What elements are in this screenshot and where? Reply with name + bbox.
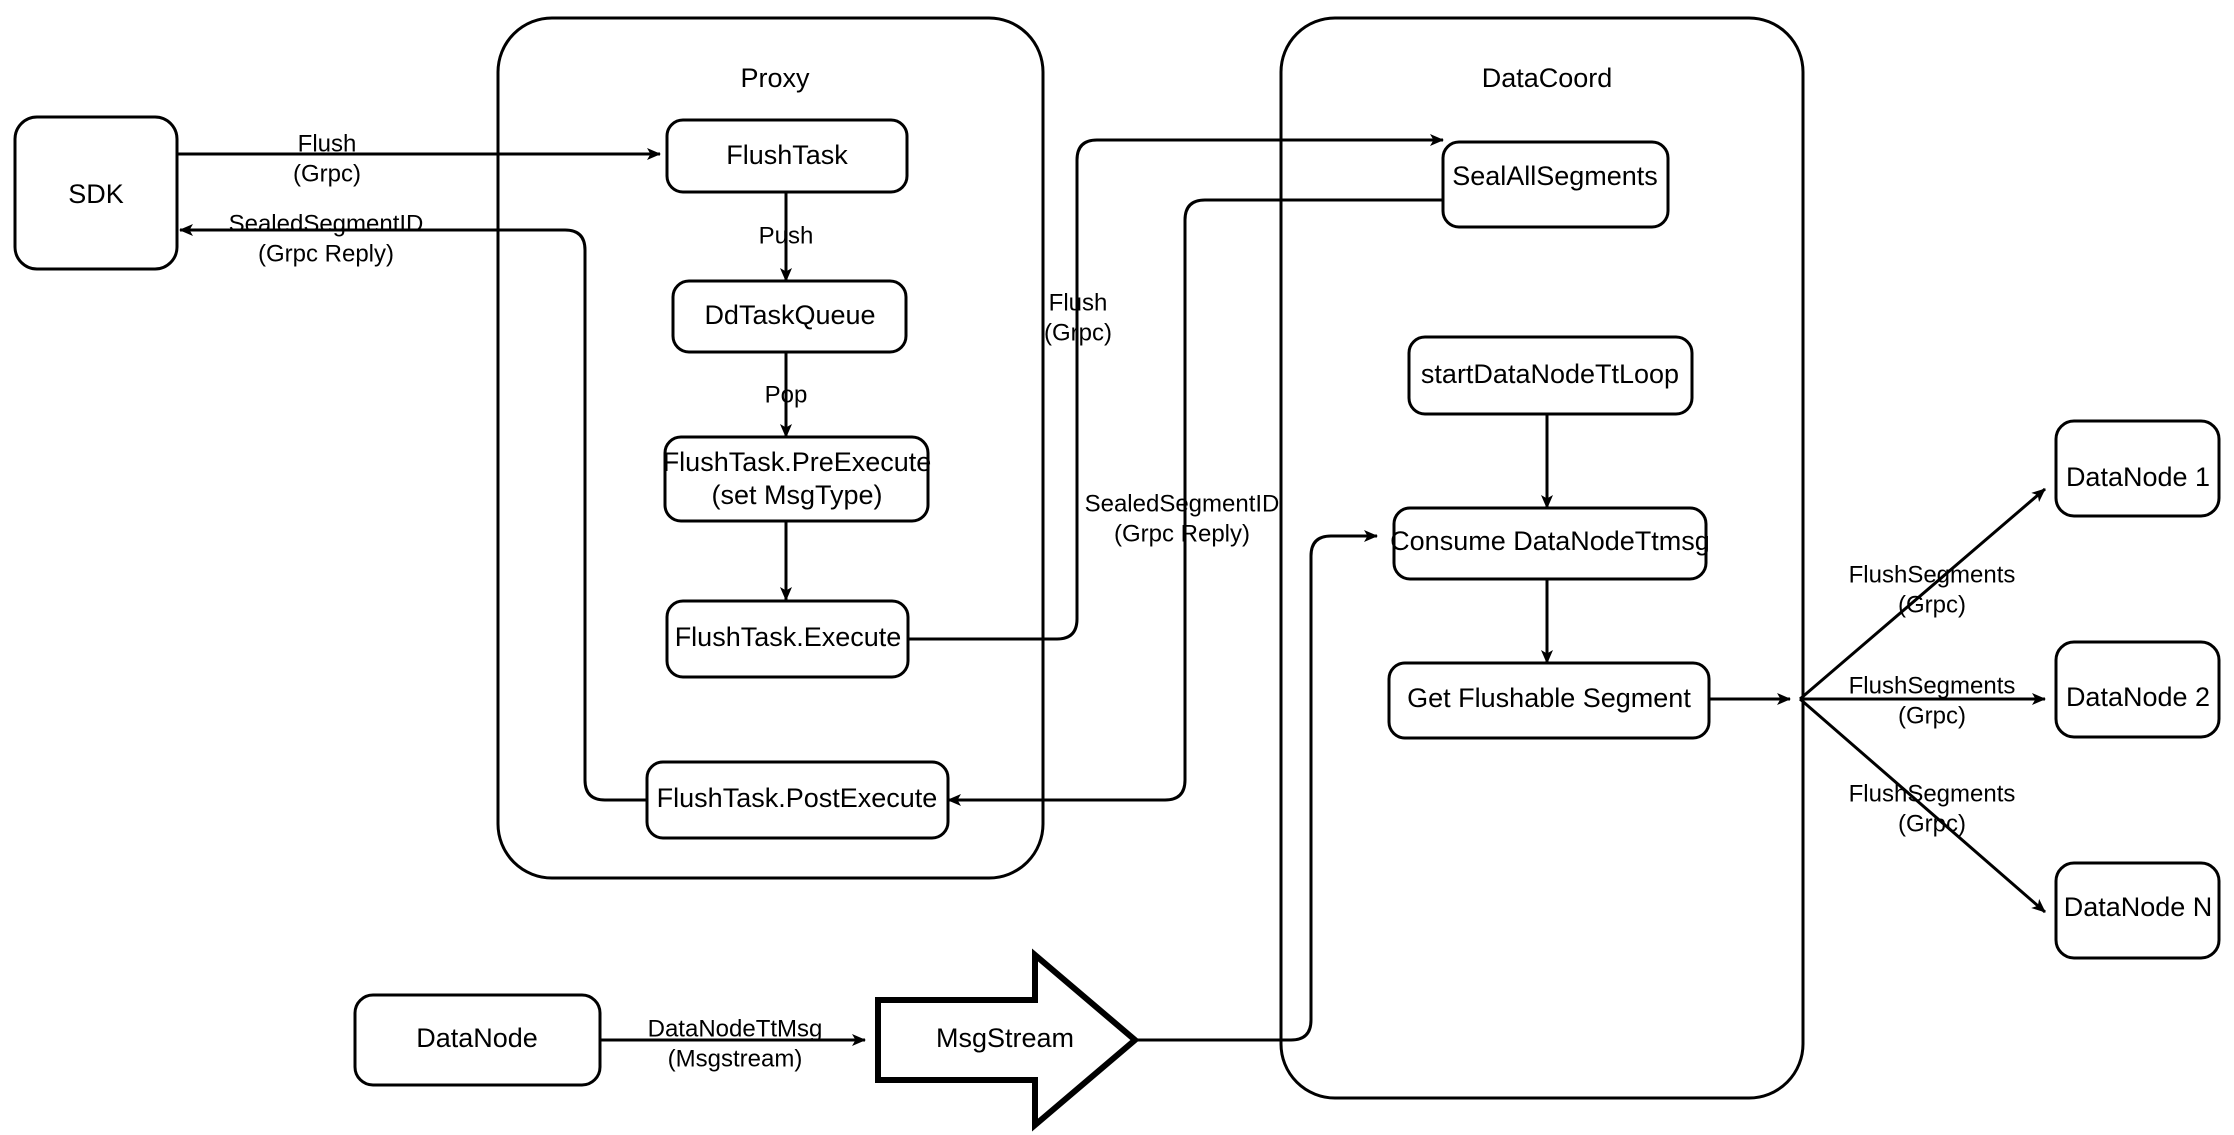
datacoord-container-label: DataCoord	[1482, 63, 1613, 93]
edge-flushsegments-1-label2: (Grpc)	[1898, 591, 1966, 618]
proxy-container-label: Proxy	[740, 63, 810, 93]
edge-flushsegments-1-label: FlushSegments	[1849, 561, 2016, 588]
node-datanode2[interactable]: DataNode 2	[2054, 640, 2221, 739]
node-msgstream[interactable]: MsgStream	[875, 948, 1140, 1132]
edge-msgstream-to-consume	[1130, 530, 1378, 1042]
edge-msgstream-to-consume-path	[1130, 530, 1378, 1042]
edge-flush-grpc-label2: (Grpc)	[1044, 319, 1112, 346]
node-ddtaskqueue-label: DdTaskQueue	[704, 300, 875, 330]
node-datanoden-rect[interactable]	[2054, 861, 2221, 960]
node-sealallsegments[interactable]: SealAllSegments	[1441, 140, 1670, 229]
node-postexecute[interactable]: FlushTask.PostExecute	[645, 760, 950, 840]
edge-execute-to-sealallsegments: Flush (Grpc)	[908, 134, 1444, 641]
node-flushtask-rect[interactable]	[665, 118, 909, 194]
edge-postexecute-to-sdk-label: SealedSegmentID	[229, 210, 424, 237]
edge-execute-to-sealallsegments-path	[908, 134, 1444, 641]
edge-hub-to-datanode1: FlushSegments (Grpc)	[1799, 487, 2046, 701]
edge-flushsegments-2-label: FlushSegments	[1849, 672, 2016, 699]
node-datanoden-label: DataNode N	[2064, 892, 2213, 922]
node-datanode-source[interactable]: DataNode	[353, 993, 602, 1087]
edge-push-label: Push	[759, 222, 814, 249]
node-ddtaskqueue-rect[interactable]	[671, 279, 908, 354]
edge-datanodettmsg-label2: (Msgstream)	[668, 1045, 803, 1072]
node-execute[interactable]: FlushTask.Execute	[665, 599, 910, 679]
datacoord-container-rect	[1279, 16, 1805, 1100]
node-datanoden[interactable]: DataNode N	[2054, 861, 2221, 960]
node-startttloop[interactable]: startDataNodeTtLoop	[1407, 335, 1694, 416]
edge-flushsegments-n-label: FlushSegments	[1849, 780, 2016, 807]
edge-hub-to-datanode1-path	[1799, 487, 2046, 701]
edge-sealedsegmentid-label2: (Grpc Reply)	[1114, 520, 1250, 547]
node-sealallsegments-label: SealAllSegments	[1452, 161, 1658, 191]
node-preexecute-label2: (set MsgType)	[711, 480, 882, 510]
node-startttloop-rect[interactable]	[1407, 335, 1694, 416]
node-postexecute-rect[interactable]	[645, 760, 950, 840]
node-getflushable[interactable]: Get Flushable Segment	[1387, 661, 1711, 740]
edge-flushtask-to-ddtaskqueue: Push	[759, 192, 814, 282]
edge-sdk-to-flushtask: Flush (Grpc)	[177, 130, 661, 187]
node-preexecute-rect[interactable]	[663, 435, 930, 523]
edge-sealedsegmentid-label: SealedSegmentID	[1085, 490, 1280, 517]
edge-postexecute-to-sdk-path	[179, 224, 646, 802]
edge-flush-grpc-label: Flush	[1049, 289, 1108, 316]
node-getflushable-rect[interactable]	[1387, 661, 1711, 740]
node-flushtask-label: FlushTask	[726, 140, 848, 170]
edge-sealallsegments-to-postexecute-path	[947, 198, 1443, 806]
edge-flushsegments-n-label2: (Grpc)	[1898, 810, 1966, 837]
node-msgstream-label: MsgStream	[936, 1023, 1074, 1053]
container-proxy: Proxy	[496, 16, 1045, 880]
node-execute-rect[interactable]	[665, 599, 910, 679]
node-consumettmsg-rect[interactable]	[1392, 506, 1708, 581]
node-sdk[interactable]: SDK	[13, 115, 179, 271]
edge-sealallsegments-to-postexecute: SealedSegmentID (Grpc Reply)	[947, 198, 1443, 806]
edge-datanodettmsg-label: DataNodeTtMsg	[648, 1015, 823, 1042]
edge-hub-to-datanoden-path	[1799, 697, 2046, 914]
node-datanode1[interactable]: DataNode 1	[2054, 419, 2221, 518]
node-datanode2-rect[interactable]	[2054, 640, 2221, 739]
node-sdk-label: SDK	[68, 179, 124, 209]
node-ddtaskqueue[interactable]: DdTaskQueue	[671, 279, 908, 354]
node-msgstream-shape[interactable]	[875, 948, 1140, 1132]
node-datanode1-rect[interactable]	[2054, 419, 2221, 518]
edge-flushsegments-2-label2: (Grpc)	[1898, 702, 1966, 729]
edge-sdk-to-flushtask-label2: (Grpc)	[293, 160, 361, 187]
edge-postexecute-to-sdk-label2: (Grpc Reply)	[258, 240, 394, 267]
proxy-container-rect	[496, 16, 1045, 880]
node-execute-label: FlushTask.Execute	[675, 622, 902, 652]
edge-datanode-to-msgstream: DataNodeTtMsg (Msgstream)	[600, 1015, 866, 1072]
node-datanode1-label: DataNode 1	[2066, 462, 2210, 492]
edge-sdk-to-flushtask-label: Flush	[298, 130, 357, 157]
node-flushtask[interactable]: FlushTask	[665, 118, 909, 194]
edge-hub-to-datanoden: FlushSegments (Grpc)	[1799, 697, 2046, 914]
edge-ddtaskqueue-to-preexecute: Pop	[765, 352, 808, 438]
node-getflushable-label: Get Flushable Segment	[1407, 683, 1691, 713]
edge-pop-label: Pop	[765, 381, 808, 408]
container-datacoord: DataCoord	[1279, 16, 1805, 1100]
node-consumettmsg[interactable]: Consume DataNodeTtmsg	[1390, 506, 1710, 581]
node-preexecute[interactable]: FlushTask.PreExecute (set MsgType)	[663, 435, 932, 523]
node-datanode-source-label: DataNode	[416, 1023, 538, 1053]
node-startttloop-label: startDataNodeTtLoop	[1421, 359, 1679, 389]
node-datanode-source-rect[interactable]	[353, 993, 602, 1087]
node-sealallsegments-rect[interactable]	[1441, 140, 1670, 229]
node-sdk-rect[interactable]	[13, 115, 179, 271]
node-postexecute-label: FlushTask.PostExecute	[657, 783, 938, 813]
node-consumettmsg-label: Consume DataNodeTtmsg	[1390, 526, 1710, 556]
node-datanode2-label: DataNode 2	[2066, 682, 2210, 712]
node-preexecute-label: FlushTask.PreExecute	[663, 447, 932, 477]
edge-postexecute-to-sdk: SealedSegmentID (Grpc Reply)	[179, 210, 646, 802]
edge-hub-to-datanode2: FlushSegments (Grpc)	[1800, 672, 2046, 729]
